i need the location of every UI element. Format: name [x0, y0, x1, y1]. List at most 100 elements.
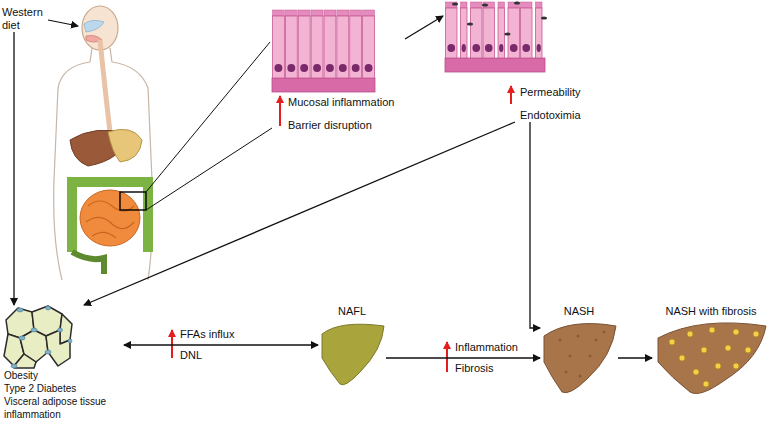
- arrow-label: FFAs influx: [180, 328, 234, 341]
- drawing-part: [462, 44, 466, 52]
- node-text: NASH: [540, 305, 618, 318]
- fibrosis-spots: [669, 327, 759, 387]
- flow-arrow: [618, 357, 652, 358]
- node-text: NASH with fibrosis: [652, 305, 770, 318]
- drawing-part: [446, 8, 458, 58]
- drawing-part: [337, 10, 349, 16]
- node-text: Mucosal inflammation: [288, 96, 405, 109]
- drawing-part: [521, 2, 533, 8]
- drawing-part: [537, 44, 541, 52]
- node-text: Obesity: [4, 369, 124, 382]
- drawing-part: [272, 78, 375, 92]
- drawing-part: [569, 355, 572, 358]
- node-text: Type 2 Diabetes: [4, 382, 124, 395]
- drawing-part: [108, 129, 142, 162]
- drawing-part: [565, 371, 568, 374]
- node-text: Visceral adipose tissue inflammation: [4, 395, 124, 421]
- drawing-part: [521, 8, 533, 58]
- drawing-part: [589, 355, 592, 358]
- adipose-nuclei: [11, 306, 72, 368]
- drawing-part: [603, 331, 606, 334]
- liver-nash: [544, 324, 616, 393]
- drawing-part: [363, 10, 375, 16]
- drawing-part: [508, 2, 520, 8]
- drawing-part: [687, 331, 693, 337]
- drawing-part: [485, 44, 493, 52]
- drawing-part: [579, 375, 582, 378]
- drawing-part: [285, 16, 297, 78]
- drawing-part: [498, 8, 505, 58]
- node-text: Barrier disruption: [288, 119, 405, 132]
- drawing-part: [120, 192, 146, 210]
- epithelium-leaky: [445, 1, 547, 72]
- leader-line: [146, 128, 272, 210]
- drawing-part: [510, 44, 518, 52]
- drawing-part: [709, 327, 715, 333]
- drawing-part: [324, 10, 336, 16]
- drawing-part: [745, 347, 751, 353]
- drawing-part: [100, 40, 110, 132]
- cause-node: Western diet: [2, 6, 46, 32]
- drawing-part: [80, 190, 140, 246]
- drawing-part: [595, 339, 598, 342]
- drawing-part: [365, 64, 373, 72]
- bacterium: [482, 3, 488, 6]
- drawing-part: [58, 328, 63, 332]
- increase-arrow: [510, 86, 512, 104]
- node-text: Endotoximia: [520, 109, 588, 122]
- drawing-part: [11, 364, 17, 368]
- drawing-part: [669, 339, 675, 345]
- drawing-part: [72, 252, 104, 274]
- flow-arrow: [124, 344, 318, 345]
- bacterium: [514, 1, 520, 4]
- drawing-part: [352, 64, 360, 72]
- bacterium: [541, 16, 547, 19]
- drawing-part: [337, 16, 349, 78]
- drawing-part: [68, 339, 72, 343]
- drawing-part: [84, 20, 104, 32]
- drawing-part: [483, 2, 495, 8]
- drawing-part: [19, 336, 25, 340]
- drawing-part: [522, 44, 530, 52]
- drawing-part: [559, 339, 562, 342]
- drawing-part: [46, 306, 51, 310]
- increase-arrow: [171, 330, 173, 358]
- drawing-part: [298, 16, 310, 78]
- drawing-part: [461, 8, 468, 58]
- drawing-part: [693, 369, 699, 375]
- arrow-label: Inflammation: [455, 341, 518, 354]
- increase-arrow: [279, 96, 281, 126]
- node-text: Western diet: [2, 6, 46, 32]
- drawing-part: [287, 64, 295, 72]
- liver-fibrosis: [658, 323, 766, 394]
- adipose-tissue: [4, 306, 72, 368]
- flow-arrow: [405, 16, 443, 39]
- bacterium: [467, 22, 473, 25]
- drawing-part: [471, 8, 483, 58]
- drawing-part: [274, 64, 282, 72]
- flow-arrow: [84, 122, 515, 305]
- drawing-part: [753, 331, 759, 337]
- drawing-part: [447, 44, 455, 52]
- drawing-part: [577, 335, 580, 338]
- flow-arrow: [530, 122, 540, 328]
- drawing-part: [471, 2, 483, 8]
- flow-arrow: [386, 357, 540, 358]
- node-text: Permeability: [520, 86, 588, 99]
- drawing-part: [498, 2, 505, 8]
- drawing-part: [313, 64, 321, 72]
- drawing-part: [31, 328, 37, 332]
- drawing-part: [300, 64, 308, 72]
- drawing-part: [472, 44, 480, 52]
- node-text: NAFL: [318, 305, 386, 318]
- drawing-part: [46, 330, 70, 366]
- drawing-part: [446, 2, 458, 8]
- drawing-part: [45, 350, 51, 354]
- stage-node: NASH with fibrosis: [652, 305, 770, 397]
- stage-node: PermeabilityEndotoximia: [443, 2, 588, 122]
- bacterium: [452, 2, 458, 5]
- drawing-part: [499, 44, 503, 52]
- stage-node: Mucosal inflammationBarrier disruption: [270, 8, 405, 132]
